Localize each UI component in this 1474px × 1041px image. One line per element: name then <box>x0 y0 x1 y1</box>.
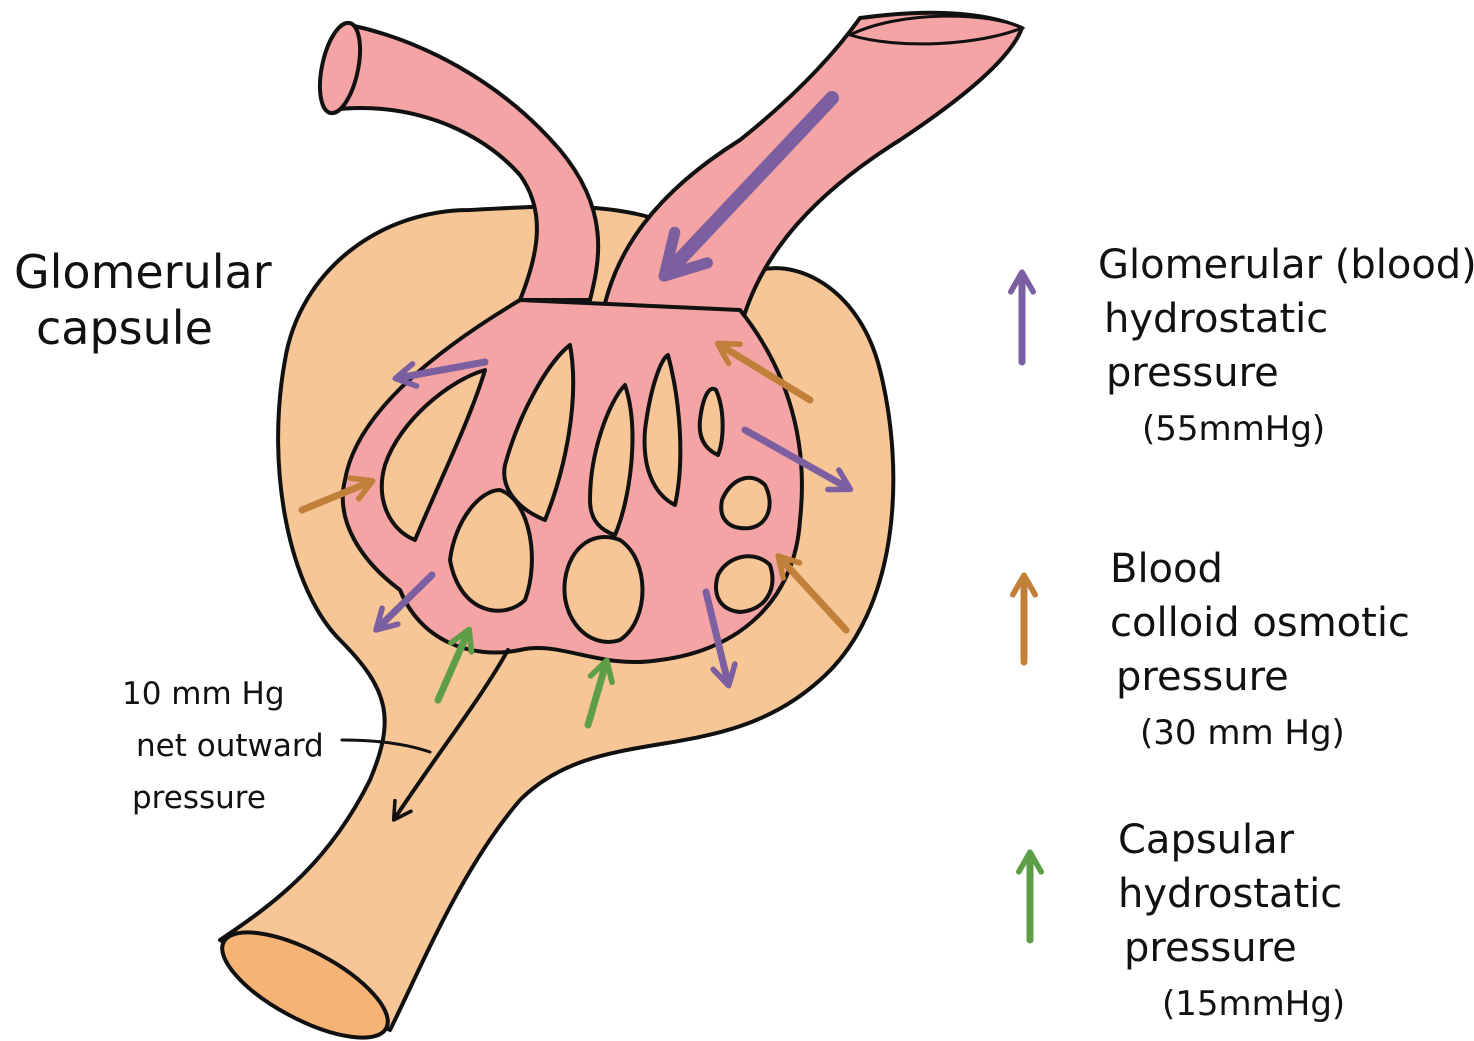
legend-item-line: hydrostatic <box>1118 867 1345 921</box>
legend-item-title: Glomerular (blood) <box>1098 238 1474 292</box>
net-label-line1: 10 mm Hg <box>122 668 324 720</box>
capsule-label-line2: capsule <box>14 300 272 356</box>
legend-item-title: Blood <box>1110 542 1410 596</box>
net-outward-pressure-label: 10 mm Hg net outward pressure <box>122 668 324 824</box>
capsule-label-line1: Glomerular <box>14 244 272 300</box>
legend-item-value: (55mmHg) <box>1098 402 1325 456</box>
legend-item-value: (15mmHg) <box>1118 977 1345 1031</box>
glomerular-capsule-label: Glomerular capsule <box>14 244 272 356</box>
legend-item-value: (30 mm Hg) <box>1110 706 1345 760</box>
legend-item-line: hydrostatic <box>1098 292 1474 346</box>
legend-glomerular-hydrostatic: Glomerular (blood) hydrostatic pressure … <box>1098 238 1474 456</box>
legend-item-line: pressure <box>1098 346 1474 400</box>
legend-item-line: pressure <box>1118 921 1345 975</box>
legend-item-line: colloid osmotic <box>1110 596 1410 650</box>
net-label-line2: net outward <box>122 720 324 772</box>
legend-item-line: pressure <box>1110 650 1410 704</box>
legend-colloid-osmotic: Blood colloid osmotic pressure (30 mm Hg… <box>1110 542 1410 760</box>
net-label-line3: pressure <box>122 772 324 824</box>
legend-item-title: Capsular <box>1118 813 1345 867</box>
legend-capsular-hydrostatic: Capsular hydrostatic pressure (15mmHg) <box>1118 813 1345 1031</box>
